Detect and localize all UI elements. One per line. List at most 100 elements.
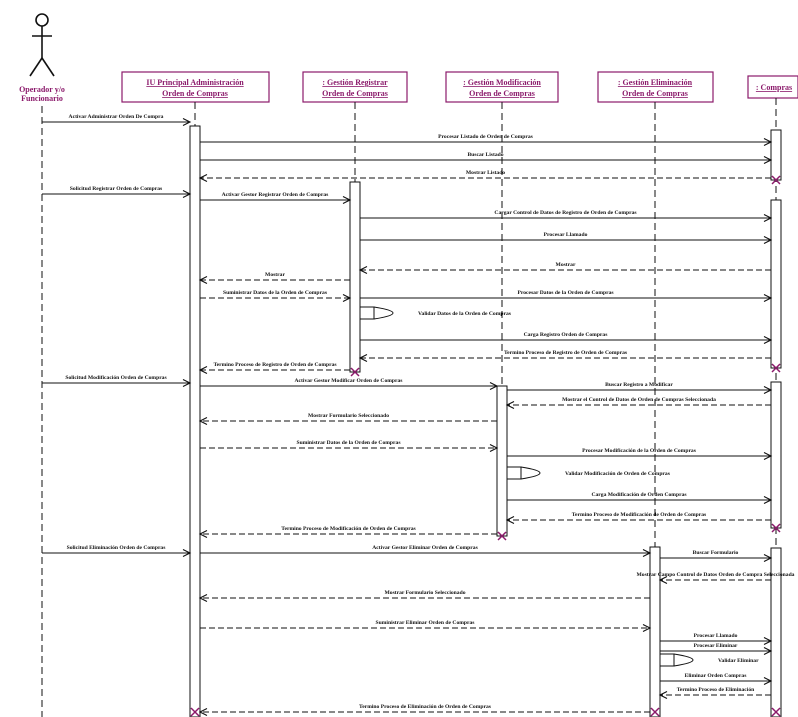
message-label: Termino Proceso de Modificación de Orden… [572, 512, 707, 518]
message-label: Termino Proceso de Registro de Orden de … [213, 362, 337, 368]
message-arrowhead [198, 366, 208, 374]
message-23: Procesar Modificación de la Orden de Com… [507, 448, 773, 460]
participant-modificacion: : Gestión Modificación Orden de Compras [445, 71, 559, 103]
message-arrowhead [198, 276, 208, 284]
message-arrowhead [182, 549, 192, 557]
message-21: Mostrar Formulario Seleccionado [198, 413, 497, 425]
message-arrowhead [763, 336, 773, 344]
message-arrowhead [763, 294, 773, 302]
message-arrowhead [489, 382, 499, 390]
message-label: Mostrar Formulario Seleccionado [308, 413, 389, 419]
activation-compras-1 [770, 129, 782, 181]
activation-bars [189, 125, 782, 717]
message-14: Carga Registro Orden de Compras [360, 332, 773, 344]
actor-label-line1: Operador y/o [19, 85, 65, 94]
actor-label-line2: Funcionario [21, 94, 63, 103]
message-3: Buscar Listado [200, 152, 773, 164]
message-label: Procesar Modificación de la Orden de Com… [582, 448, 697, 454]
activation-compras-4 [770, 547, 782, 717]
message-arrowhead [658, 576, 668, 584]
message-label: Solicitud Registrar Orden de Compras [70, 186, 163, 192]
message-17: Solicitud Modificación Orden de Compras [42, 375, 192, 387]
message-arrowhead [198, 594, 208, 602]
message-29: Activar Gestor Eliminar Orden de Compras [200, 545, 652, 557]
message-label: Solicitud Modificación Orden de Compras [65, 375, 167, 381]
end-marker-compras-3 [771, 523, 781, 533]
message-arrowhead [182, 118, 192, 126]
message-34: Procesar Llamado [660, 633, 773, 645]
message-15: Termino Proceso de Registro de Orden de … [358, 350, 771, 362]
activation-registrar [349, 181, 361, 373]
self-call-box [359, 306, 375, 320]
message-19: Buscar Registro a Modificar [507, 382, 773, 394]
message-label: Mostrar [265, 272, 285, 278]
message-arrowhead [182, 379, 192, 387]
message-1: Activar Administrar Orden De Compra [42, 114, 192, 126]
message-18: Activar Gestor Modificar Orden de Compra… [200, 378, 499, 390]
message-24: Validar Modificación de Orden de Compras [506, 466, 671, 480]
message-label: Procesar Llamado [694, 633, 738, 639]
message-arrowhead [342, 294, 352, 302]
message-12: Procesar Datos de la Orden de Compras [360, 290, 773, 302]
participant-iu-line2: Orden de Compras [162, 89, 228, 98]
message-5: Solicitud Registrar Orden de Compras [42, 186, 192, 198]
participant-eliminacion: : Gestión Eliminación Orden de Compras [597, 71, 714, 103]
message-label: Suministrar Eliminar Orden de Compras [376, 620, 476, 626]
message-label: Procesar Listado de Orden de Compras [438, 134, 534, 140]
message-arrowhead [763, 677, 773, 685]
message-39: Termino Proceso de Eliminación de Orden … [198, 704, 650, 716]
message-32: Mostrar Formulario Seleccionado [198, 590, 650, 602]
message-label: Procesar Llamado [544, 232, 588, 238]
participant-compras: : Compras [747, 75, 798, 99]
message-label: Validar Modificación de Orden de Compras [565, 471, 671, 477]
message-label: Activar Gestor Modificar Orden de Compra… [295, 378, 404, 384]
message-arrowhead [763, 386, 773, 394]
message-label: Procesar Datos de la Orden de Compras [517, 290, 614, 296]
activation-compras-2 [770, 199, 782, 369]
message-label: Activar Gestor Registrar Orden de Compra… [222, 192, 330, 198]
message-arrowhead [358, 354, 368, 362]
message-arrowhead [198, 174, 208, 182]
end-marker-compras-1 [771, 175, 781, 185]
end-markers [190, 175, 781, 717]
message-6: Activar Gestor Registrar Orden de Compra… [200, 192, 352, 204]
end-marker-registrar [350, 367, 360, 377]
message-arrowhead [763, 156, 773, 164]
message-arrowhead [342, 196, 352, 204]
end-marker-eliminacion [650, 707, 660, 717]
message-30: Buscar Formulario [660, 550, 773, 562]
message-arrowhead [658, 691, 668, 699]
self-call-arc [373, 306, 394, 320]
self-call-box [506, 466, 522, 480]
message-arrowhead [763, 496, 773, 504]
message-arrowhead [198, 530, 208, 538]
message-label: Mostrar Campo Control de Datos Orden de … [637, 572, 795, 578]
message-arrowhead [182, 190, 192, 198]
participant-iu: IU Principal Administración Orden de Com… [121, 71, 270, 103]
message-arrowhead [505, 516, 515, 524]
message-label: Solicitud Eliminación Orden de Compras [67, 545, 167, 551]
self-call-arc [520, 466, 541, 480]
message-27: Termino Proceso de Modificación de Orden… [198, 526, 497, 538]
message-label: Eliminar Orden Compras [685, 673, 748, 679]
participant-modificacion-line2: Orden de Compras [469, 89, 535, 98]
message-9: Mostrar [358, 262, 771, 274]
message-33: Suministrar Eliminar Orden de Compras [200, 620, 652, 632]
message-label: Buscar Formulario [693, 550, 739, 556]
message-22: Suministrar Datos de la Orden de Compras [200, 440, 499, 452]
message-label: Cargar Control de Datos de Registro de O… [494, 210, 637, 216]
message-label: Carga Modificación de Orden Compras [591, 492, 687, 498]
message-11: Suministrar Datos de la Orden de Compras [200, 290, 352, 302]
message-13: Validar Datos de la Orden de Compras [359, 306, 512, 320]
message-arrowhead [763, 452, 773, 460]
activation-eliminacion [649, 546, 661, 717]
message-arrowhead [489, 444, 499, 452]
message-arrowhead [358, 266, 368, 274]
participant-registrar-line1: : Gestión Registrar [322, 78, 388, 87]
message-label: Termino Proceso de Eliminación [677, 687, 755, 693]
message-36: Validar Eliminar [659, 653, 759, 667]
participant-registrar-line2: Orden de Compras [322, 89, 388, 98]
message-31: Mostrar Campo Control de Datos Orden de … [637, 572, 795, 584]
message-arrowhead [642, 624, 652, 632]
